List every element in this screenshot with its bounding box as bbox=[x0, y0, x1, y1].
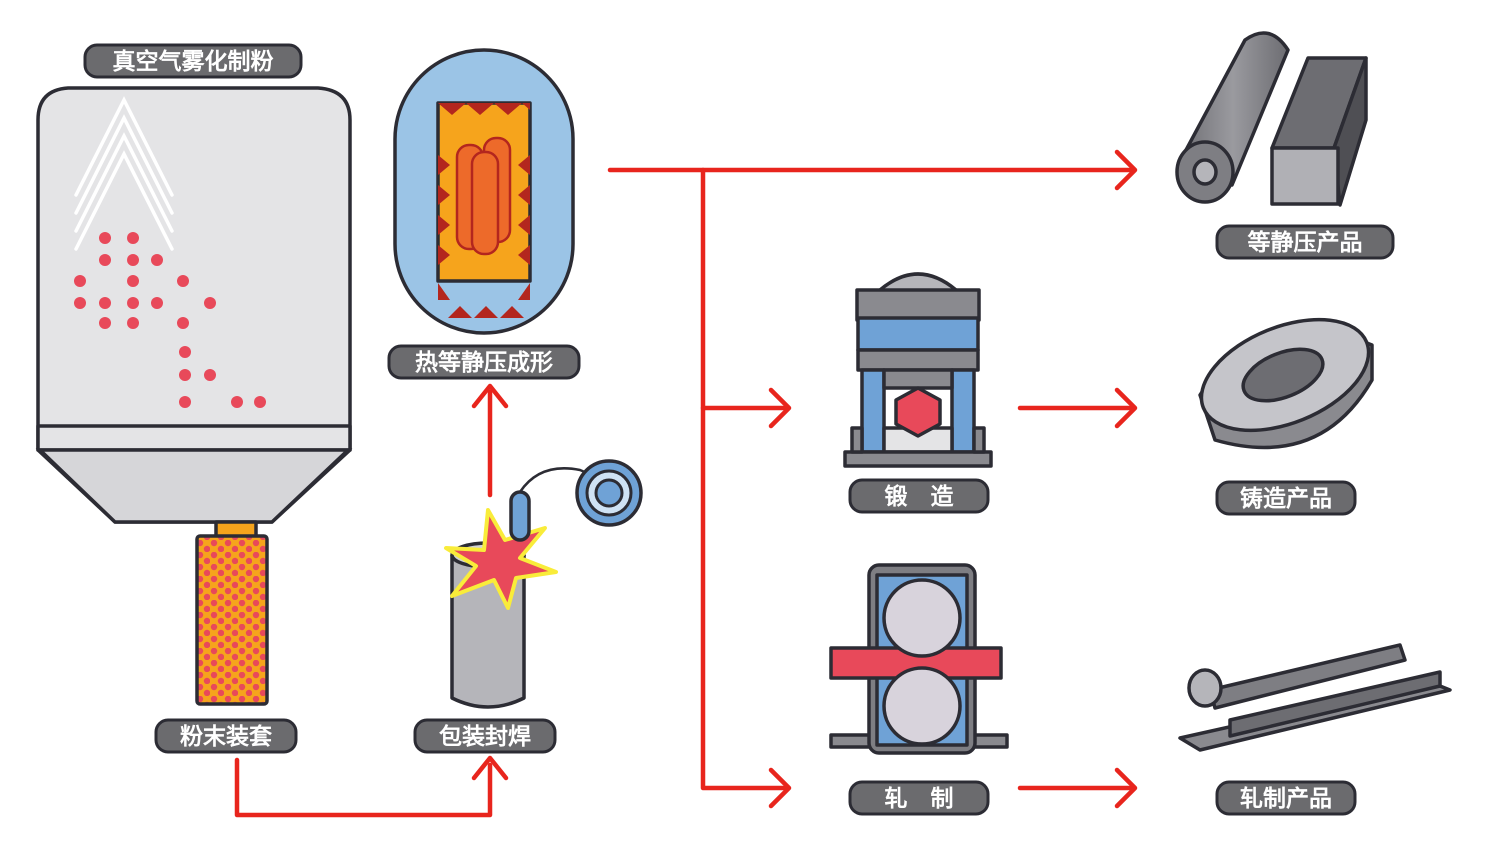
label-powder-canning: 粉末装套 bbox=[154, 718, 298, 754]
flow-arrows bbox=[234, 149, 1138, 818]
powder-can-icon bbox=[195, 520, 269, 706]
label-cast-products: 铸造产品 bbox=[1215, 480, 1357, 516]
label-forging: 锻 造 bbox=[848, 478, 990, 514]
svg-text:热等静压成形: 热等静压成形 bbox=[415, 349, 553, 376]
svg-text:粉末装套: 粉末装套 bbox=[180, 724, 272, 750]
ring-product-icon bbox=[1198, 317, 1374, 450]
rolling-mill-icon bbox=[829, 563, 1009, 755]
svg-text:包装封焊: 包装封焊 bbox=[439, 723, 531, 750]
welding-torch-icon bbox=[509, 459, 643, 542]
atomizer-tank-icon bbox=[35, 86, 353, 524]
label-can-welding: 包装封焊 bbox=[413, 718, 557, 754]
welding-can-icon bbox=[444, 459, 643, 709]
label-rolling: 轧 制 bbox=[848, 780, 990, 816]
svg-text:真空气雾化制粉: 真空气雾化制粉 bbox=[113, 48, 274, 75]
powder-droplets bbox=[74, 232, 266, 408]
label-rolled-products: 轧制产品 bbox=[1215, 780, 1357, 816]
label-hip-products: 等静压产品 bbox=[1215, 224, 1395, 260]
svg-text:轧制产品: 轧制产品 bbox=[1240, 785, 1332, 812]
label-atomization: 真空气雾化制粉 bbox=[83, 43, 303, 79]
svg-text:铸造产品: 铸造产品 bbox=[1240, 485, 1332, 512]
label-hip-forming: 热等静压成形 bbox=[387, 344, 581, 380]
svg-text:等静压产品: 等静压产品 bbox=[1248, 229, 1363, 256]
rail-product-icon bbox=[1178, 643, 1452, 752]
svg-text:轧 制: 轧 制 bbox=[885, 785, 954, 812]
forging-press-icon bbox=[843, 272, 993, 468]
weld-spark-icon bbox=[444, 508, 558, 610]
svg-text:锻 造: 锻 造 bbox=[885, 483, 955, 510]
arrow-branch bbox=[700, 167, 788, 791]
arrow-canning-to-welding bbox=[234, 757, 493, 818]
hip-vessel-icon bbox=[393, 48, 575, 335]
tube-bar-product-icon bbox=[1175, 31, 1368, 207]
